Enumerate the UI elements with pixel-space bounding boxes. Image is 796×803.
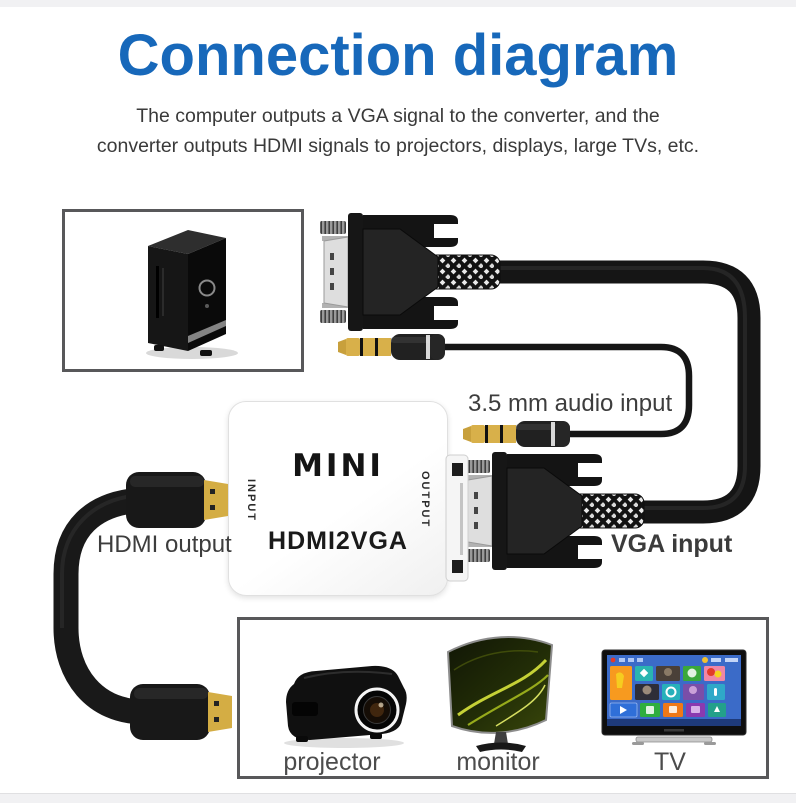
converter-brand-logo: MINI [292,448,384,484]
tv-label: TV [654,748,686,776]
hdmi-output-label: HDMI output [97,531,232,558]
subtitle-line-2: converter outputs HDMI signals to projec… [96,135,700,157]
vga-connector-top-icon [319,212,501,332]
projector-label: projector [283,748,381,776]
subtitle-line-1: The computer outputs a VGA signal to the… [136,105,660,127]
hdmi-plug-bottom-icon [130,684,232,740]
top-edge-strip [0,0,796,7]
converter-output-label: OUTPUT [419,471,431,529]
hdmi2vga-converter: MINI INPUT OUTPUT HDMI2VGA [228,401,448,596]
converter-input-label: INPUT [245,478,257,522]
converter-model-name: HDMI2VGA [268,527,408,555]
page-subtitle: The computer outputs a VGA signal to the… [0,101,796,161]
monitor-label: monitor [456,748,540,776]
audio-jack-top-icon [338,334,445,360]
bottom-edge-strip [0,793,796,803]
audio-input-label: 3.5 mm audio input [468,390,673,417]
page-title: Connection diagram [117,23,679,88]
hdmi-plug-top-icon [126,472,228,528]
converter-vga-port-icon [445,454,469,582]
vga-input-label: VGA input [611,530,733,558]
audio-jack-bottom-icon [463,421,570,447]
hdmi-cable [53,487,157,725]
computer-source-box [62,209,304,372]
